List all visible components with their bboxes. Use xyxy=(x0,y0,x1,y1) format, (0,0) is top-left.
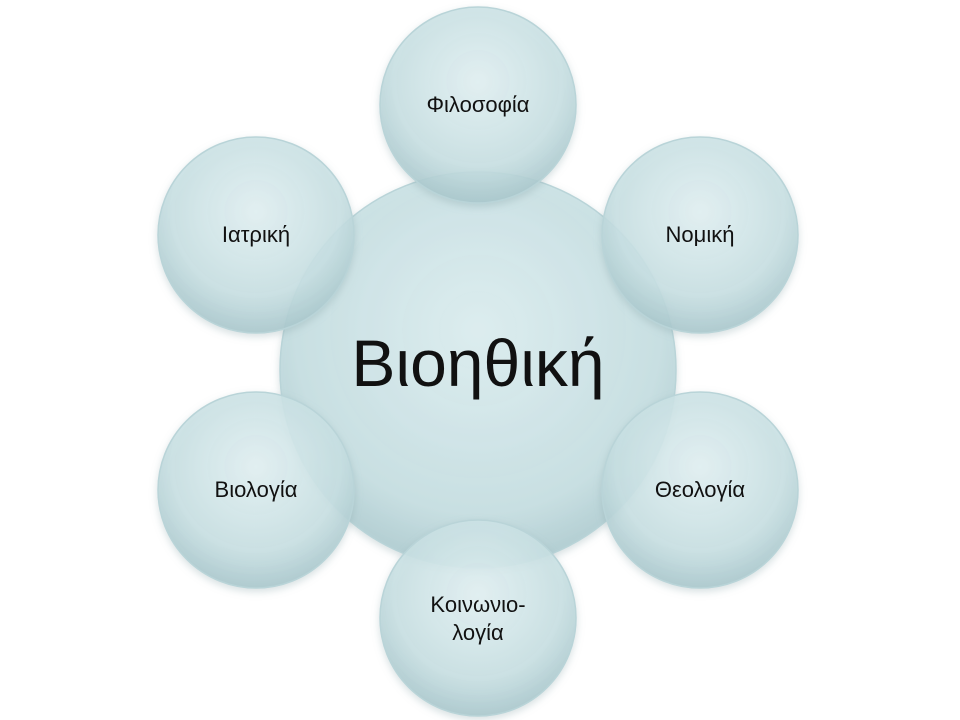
node-label: Ιατρική xyxy=(222,222,290,247)
node-circle xyxy=(379,6,577,204)
node-koinoniologia: Κοινωνιο- λογία xyxy=(379,519,577,717)
node-label: Φιλοσοφία xyxy=(426,92,529,117)
node-label: Κοινωνιο- xyxy=(430,592,525,617)
node-label: Βιολογία xyxy=(215,477,298,502)
center-label: Βιοηθική xyxy=(351,326,604,400)
node-circle xyxy=(157,136,355,334)
node-circle xyxy=(379,519,577,717)
node-label: Θεολογία xyxy=(655,477,746,502)
node-label: λογία xyxy=(452,620,504,645)
node-label: Νομική xyxy=(666,222,735,247)
node-circle xyxy=(601,136,799,334)
node-theologia: Θεολογία xyxy=(601,391,799,589)
node-iatriki: Ιατρική xyxy=(157,136,355,334)
node-viologia: Βιολογία xyxy=(157,391,355,589)
node-nomiki: Νομική xyxy=(601,136,799,334)
center-node: Βιοηθική xyxy=(279,171,677,569)
node-filosofia: Φιλοσοφία xyxy=(379,6,577,204)
node-circle xyxy=(157,391,355,589)
node-circle xyxy=(601,391,799,589)
